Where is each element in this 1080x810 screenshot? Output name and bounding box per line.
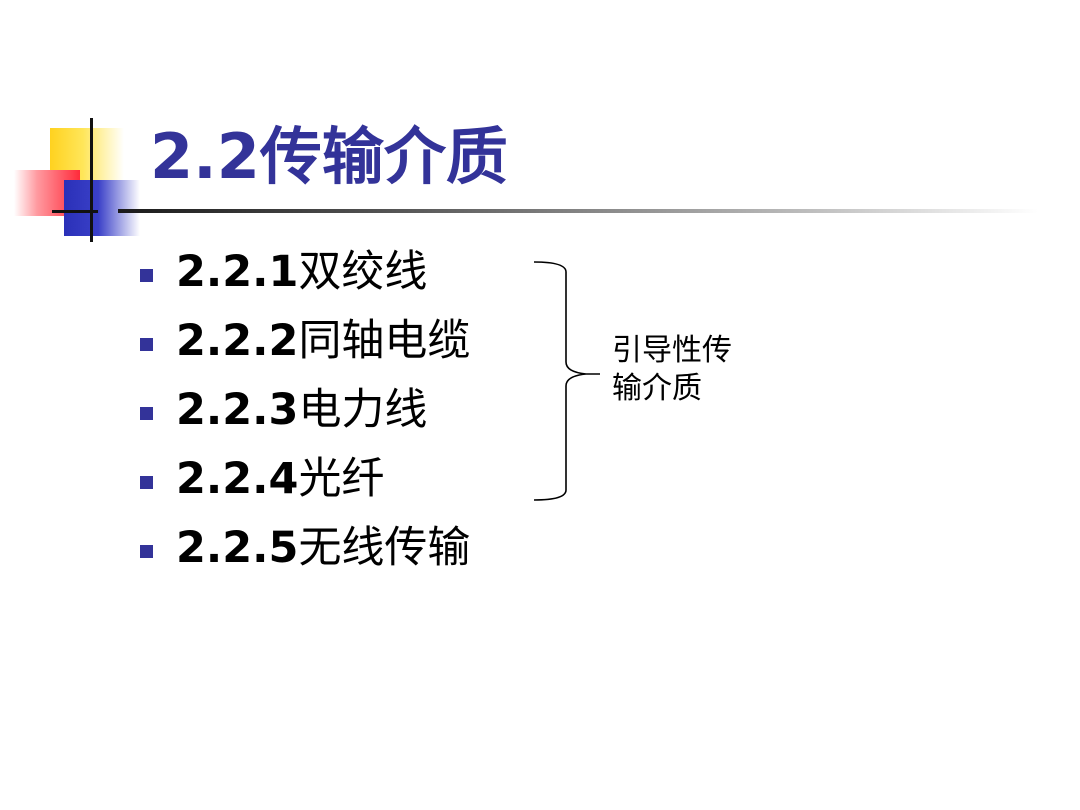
list-item: 2.2.5无线传输 xyxy=(136,516,470,585)
list-item: 2.2.3电力线 xyxy=(136,378,470,447)
item-number: 2.2.1 xyxy=(176,247,299,297)
square-bullet-icon xyxy=(140,269,153,282)
item-label: 电力线 xyxy=(298,385,428,435)
horizontal-line-decoration xyxy=(52,210,98,213)
note-line-2: 输介质 xyxy=(612,371,702,406)
square-bullet-icon xyxy=(140,545,153,558)
blue-square-decoration xyxy=(64,180,140,236)
square-bullet-icon xyxy=(140,476,153,489)
title-underline xyxy=(118,209,1038,213)
item-number: 2.2.4 xyxy=(176,454,299,504)
guided-media-note: 引导性传 输介质 xyxy=(612,332,772,408)
slide-title: 2.2传输介质 xyxy=(150,120,508,193)
list-item: 2.2.1双绞线 xyxy=(136,240,470,309)
item-number: 2.2.5 xyxy=(176,523,299,573)
note-line-1: 引导性传 xyxy=(612,333,732,368)
item-label: 同轴电缆 xyxy=(298,316,471,366)
list-item: 2.2.4光纤 xyxy=(136,447,470,516)
list-item: 2.2.2同轴电缆 xyxy=(136,309,470,378)
item-label: 光纤 xyxy=(298,454,385,504)
bullet-list: 2.2.1双绞线 2.2.2同轴电缆 2.2.3电力线 2.2.4光纤 2.2.… xyxy=(136,240,470,585)
square-bullet-icon xyxy=(140,407,153,420)
item-number: 2.2.3 xyxy=(176,385,299,435)
item-number: 2.2.2 xyxy=(176,316,299,366)
item-label: 双绞线 xyxy=(298,247,428,297)
square-bullet-icon xyxy=(140,338,153,351)
vertical-line-decoration xyxy=(90,118,93,242)
item-label: 无线传输 xyxy=(298,523,471,573)
decorative-logo-block xyxy=(0,0,160,250)
right-curly-brace xyxy=(533,261,600,501)
